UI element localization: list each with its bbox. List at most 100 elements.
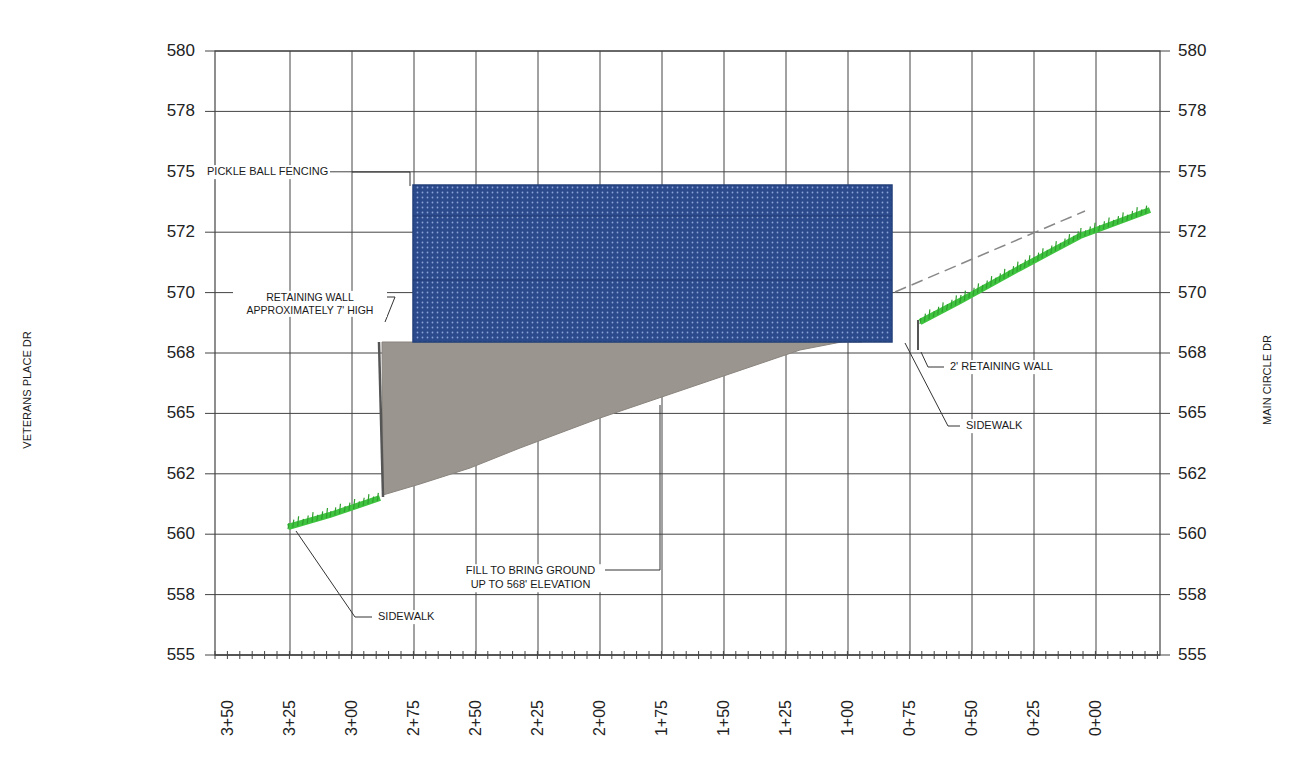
axis-tick [205, 473, 215, 474]
grid-line [352, 51, 353, 655]
station-label: 1+75 [652, 698, 672, 738]
axis-tick [1157, 651, 1158, 659]
elevation-label: 575 [165, 161, 197, 182]
axis-tick [500, 651, 501, 659]
grass-blade [312, 512, 313, 522]
grass-blade [349, 503, 350, 511]
grass-blade [298, 516, 299, 526]
grid-line [972, 51, 973, 655]
grass-blade [1113, 220, 1114, 226]
elevation-label: 578 [165, 101, 197, 122]
axis-tick [537, 651, 538, 659]
grass-blade [1117, 216, 1118, 224]
leader-lines [296, 172, 960, 617]
grass-blade [929, 309, 930, 319]
grass-blade [1051, 246, 1052, 254]
grass-blade [322, 511, 323, 519]
axis-tick [1045, 651, 1046, 659]
grass-blade [942, 302, 943, 312]
axis-tick [649, 651, 650, 659]
elevation-label: 562 [165, 463, 197, 484]
station-label: 3+50 [218, 698, 238, 738]
axis-tick [909, 651, 910, 659]
grid-line [215, 594, 1160, 595]
grass-blade [1089, 227, 1090, 235]
axis-tick [624, 651, 625, 659]
axis-tick [512, 651, 513, 659]
axis-tick [1083, 651, 1084, 659]
grass-blade [1069, 234, 1070, 244]
axis-tick [1021, 651, 1022, 659]
grass-blade [1127, 215, 1128, 221]
grass-blade [1077, 231, 1078, 239]
axis-tick [475, 651, 476, 659]
grass-blade [1004, 269, 1005, 279]
axis-tick [205, 534, 215, 535]
callout-label: FILL TO BRING GROUND UP TO 568' ELEVATIO… [456, 564, 605, 592]
grass-blade [368, 494, 369, 504]
axis-tick [822, 651, 823, 659]
grass-blade [335, 507, 336, 515]
grass-blade [973, 288, 974, 296]
axis-tick [1160, 171, 1170, 172]
axis-tick [301, 651, 302, 659]
grass-blade [1141, 209, 1142, 215]
grass-blade [1146, 206, 1147, 214]
grass-blade [1080, 228, 1081, 238]
axis-tick [277, 651, 278, 659]
grass-blade [354, 499, 355, 509]
grid-line [215, 111, 1160, 112]
axis-tick [897, 651, 898, 659]
axis-tick [785, 651, 786, 659]
grass-blade [339, 504, 340, 514]
grass-blade [373, 497, 374, 503]
axis-tick [884, 651, 885, 659]
callout-label: 2' RETAINING WALL [948, 360, 1055, 374]
axis-tick [1160, 51, 1170, 52]
axis-tick [1107, 651, 1108, 659]
station-label: 2+50 [466, 698, 486, 738]
grass-blade [1033, 257, 1034, 263]
axis-tick [549, 651, 550, 659]
grass-blade [1013, 266, 1014, 274]
elevation-label: 560 [1176, 524, 1208, 545]
axis-tick [1160, 594, 1170, 595]
axis-tick [686, 651, 687, 659]
axis-tick [1132, 651, 1133, 659]
callout-label: SIDEWALK [376, 610, 436, 624]
grass-blade [1085, 230, 1086, 236]
axis-tick [587, 651, 588, 659]
axis-tick [1008, 651, 1009, 659]
grass-blade [1094, 223, 1095, 233]
axis-tick [748, 651, 749, 659]
station-label: 2+00 [590, 698, 610, 738]
axis-tick [205, 292, 215, 293]
callout-label: RETAINING WALL APPROXIMATELY 7' HIGH [233, 291, 387, 317]
grass [288, 206, 1150, 529]
grass-blade [1099, 225, 1100, 231]
axis-tick [205, 655, 215, 656]
grass-blade [978, 283, 979, 293]
axis-tick [946, 651, 947, 659]
axis-tick [921, 651, 922, 659]
axis-tick [723, 651, 724, 659]
grass-blade [1017, 262, 1018, 272]
axis-tick [711, 651, 712, 659]
grass-blade [302, 519, 303, 525]
grass-band [288, 498, 380, 527]
fill-area [382, 338, 862, 495]
axis-tick [388, 651, 389, 659]
axis-tick [339, 651, 340, 659]
axis-tick [376, 651, 377, 659]
elevation-label: 572 [1176, 222, 1208, 243]
elevation-label: 575 [1176, 161, 1208, 182]
axis-tick [1160, 353, 1170, 354]
grass-blade [991, 276, 992, 286]
grass-blade [920, 318, 921, 324]
axis-tick [314, 651, 315, 659]
axis-tick [351, 651, 352, 659]
grid-line [215, 413, 1160, 414]
axis-tick [401, 651, 402, 659]
axis-tick [1070, 651, 1071, 659]
grass-blade [1136, 207, 1137, 217]
